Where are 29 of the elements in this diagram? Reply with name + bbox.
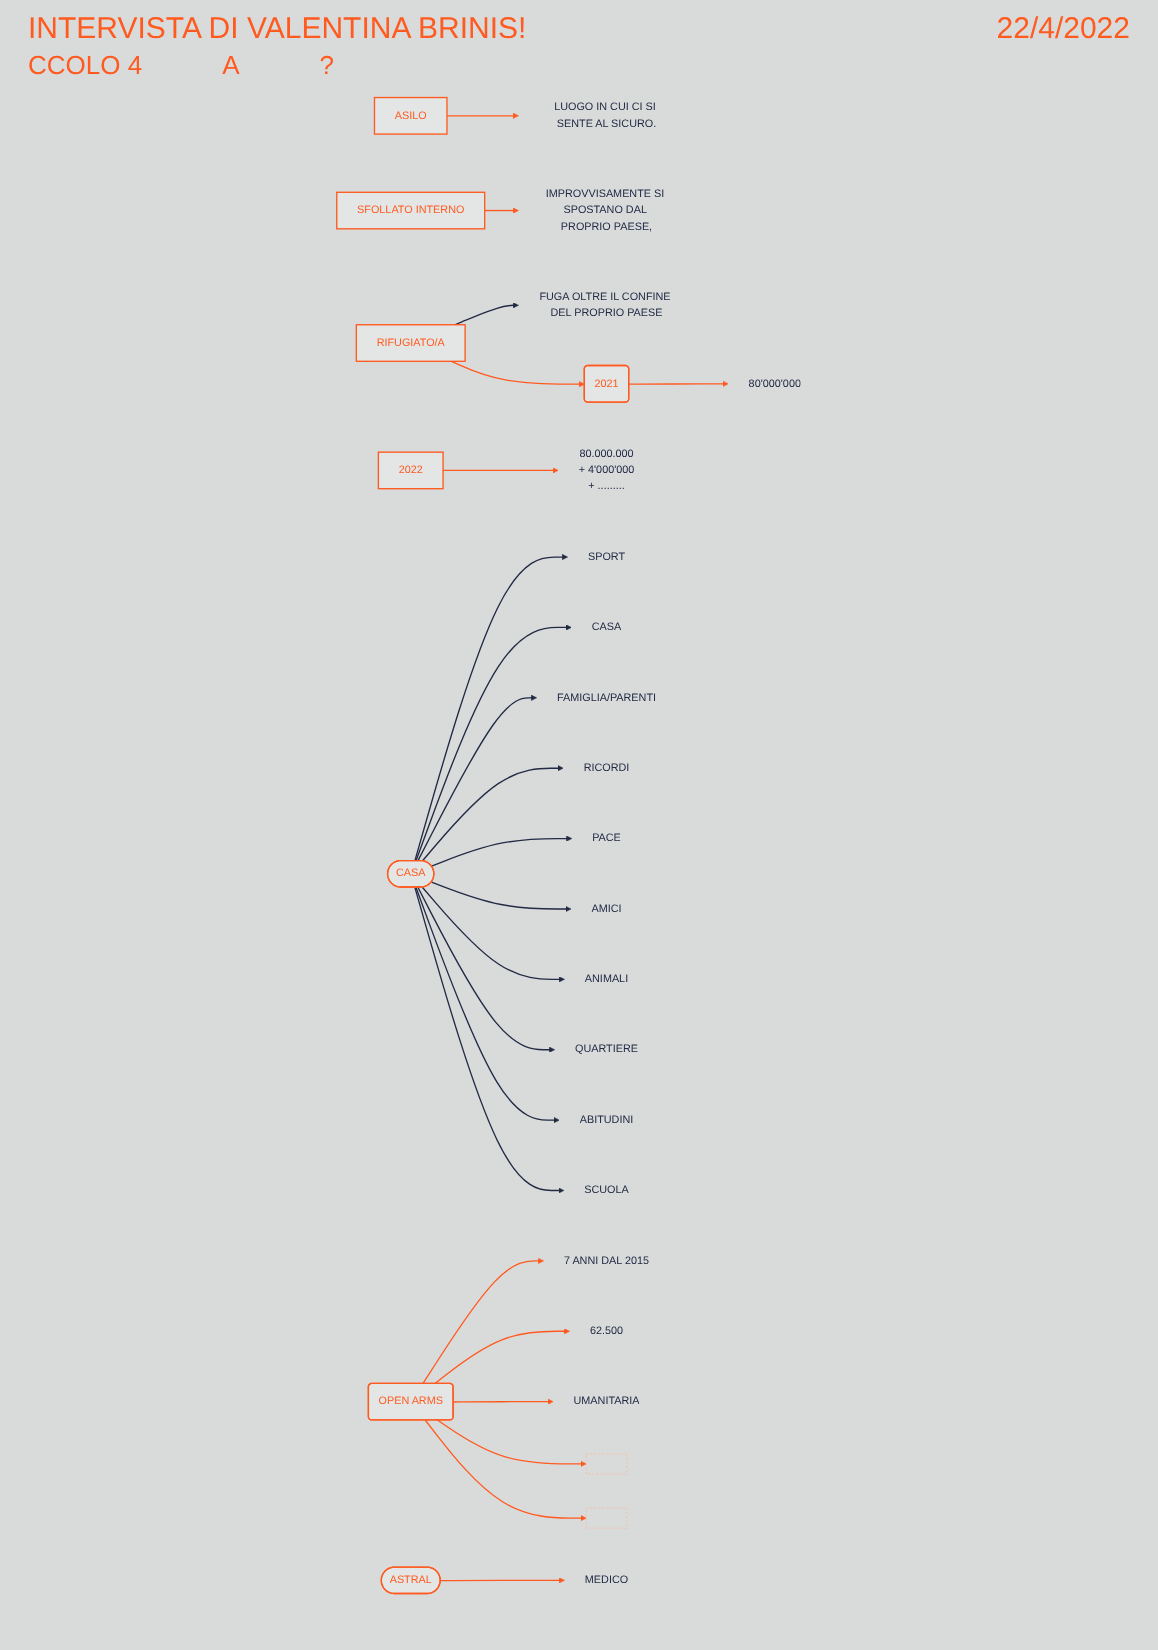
title: INTERVISTA DI VALENTINA BRINIS! bbox=[28, 12, 527, 46]
arrow bbox=[430, 835, 573, 867]
arrow bbox=[424, 1419, 587, 1522]
arrow bbox=[421, 886, 565, 983]
arrow bbox=[442, 467, 559, 474]
arrow bbox=[417, 886, 555, 1053]
note-text: ? bbox=[319, 50, 334, 80]
arrow bbox=[414, 886, 565, 1194]
arrow bbox=[452, 1398, 554, 1405]
note-text: A bbox=[222, 50, 240, 80]
arrow bbox=[417, 694, 537, 862]
arrow bbox=[430, 881, 572, 912]
arrow bbox=[437, 1419, 587, 1467]
arrow bbox=[446, 112, 519, 119]
date-text: 22/4/2022 bbox=[996, 12, 1130, 46]
arrow bbox=[628, 380, 729, 387]
arrow bbox=[433, 1328, 570, 1385]
arrow bbox=[422, 1257, 544, 1385]
arrow bbox=[415, 624, 572, 862]
arrow bbox=[454, 302, 519, 326]
node-box bbox=[585, 1507, 628, 1529]
arrow bbox=[450, 360, 585, 388]
node-box bbox=[585, 1453, 628, 1475]
arrow bbox=[439, 1577, 565, 1584]
arrow bbox=[484, 207, 519, 214]
arrow bbox=[421, 765, 564, 862]
arrow bbox=[414, 554, 568, 862]
note-text: CCOLO 4 bbox=[28, 50, 143, 80]
arrow bbox=[415, 886, 560, 1124]
